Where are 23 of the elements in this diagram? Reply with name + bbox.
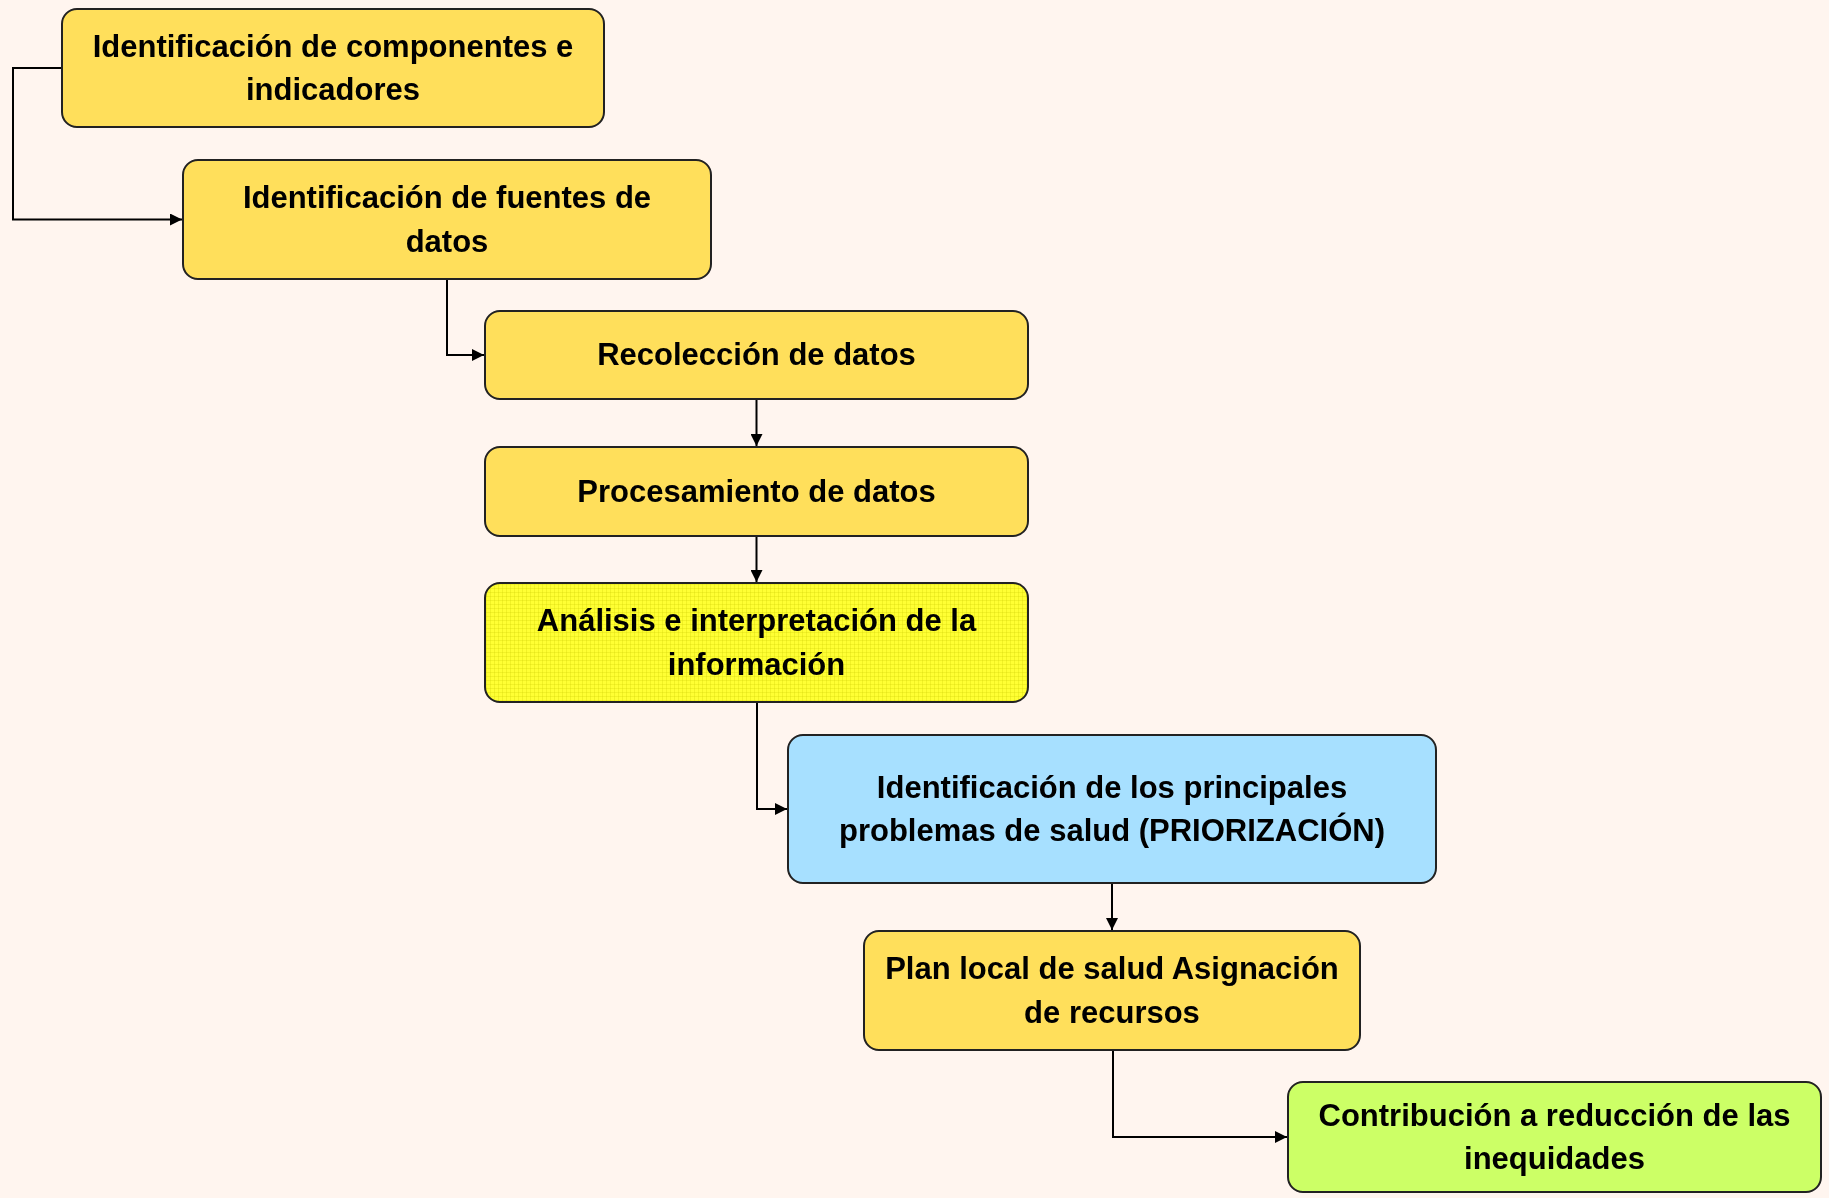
- connector-arrow: [750, 399, 763, 447]
- step-label: Plan local de salud Asignación de recursos: [884, 950, 1340, 1032]
- step-label: Identificación de fuentes de datos: [241, 179, 653, 261]
- step-label: Análisis e interpretación de la información: [535, 602, 978, 684]
- step-label: Recolección de datos: [597, 336, 916, 375]
- connector-arrow: [12, 67, 183, 226]
- process-box: [863, 930, 1361, 1051]
- process-box: [61, 8, 605, 128]
- connector-arrow: [750, 536, 763, 583]
- process-box: [182, 159, 712, 280]
- step-label: Identificación de componentes e indicadores: [91, 27, 575, 109]
- process-box: [484, 446, 1029, 537]
- process-box: [787, 734, 1437, 884]
- connector-arrow: [1106, 883, 1118, 931]
- process-box: [484, 582, 1029, 703]
- step-label: Contribución a reducción de las inequidades: [1317, 1096, 1792, 1178]
- process-box: [1287, 1081, 1822, 1193]
- step-label: Procesamiento de datos: [577, 472, 936, 511]
- step-label: Identificación de los principales problemas de salud (PRIORIZACIÓN): [838, 768, 1386, 850]
- connector-arrow: [1112, 1050, 1288, 1143]
- connector-arrow: [756, 702, 788, 815]
- process-box: [484, 310, 1029, 400]
- connector-arrow: [446, 279, 485, 361]
